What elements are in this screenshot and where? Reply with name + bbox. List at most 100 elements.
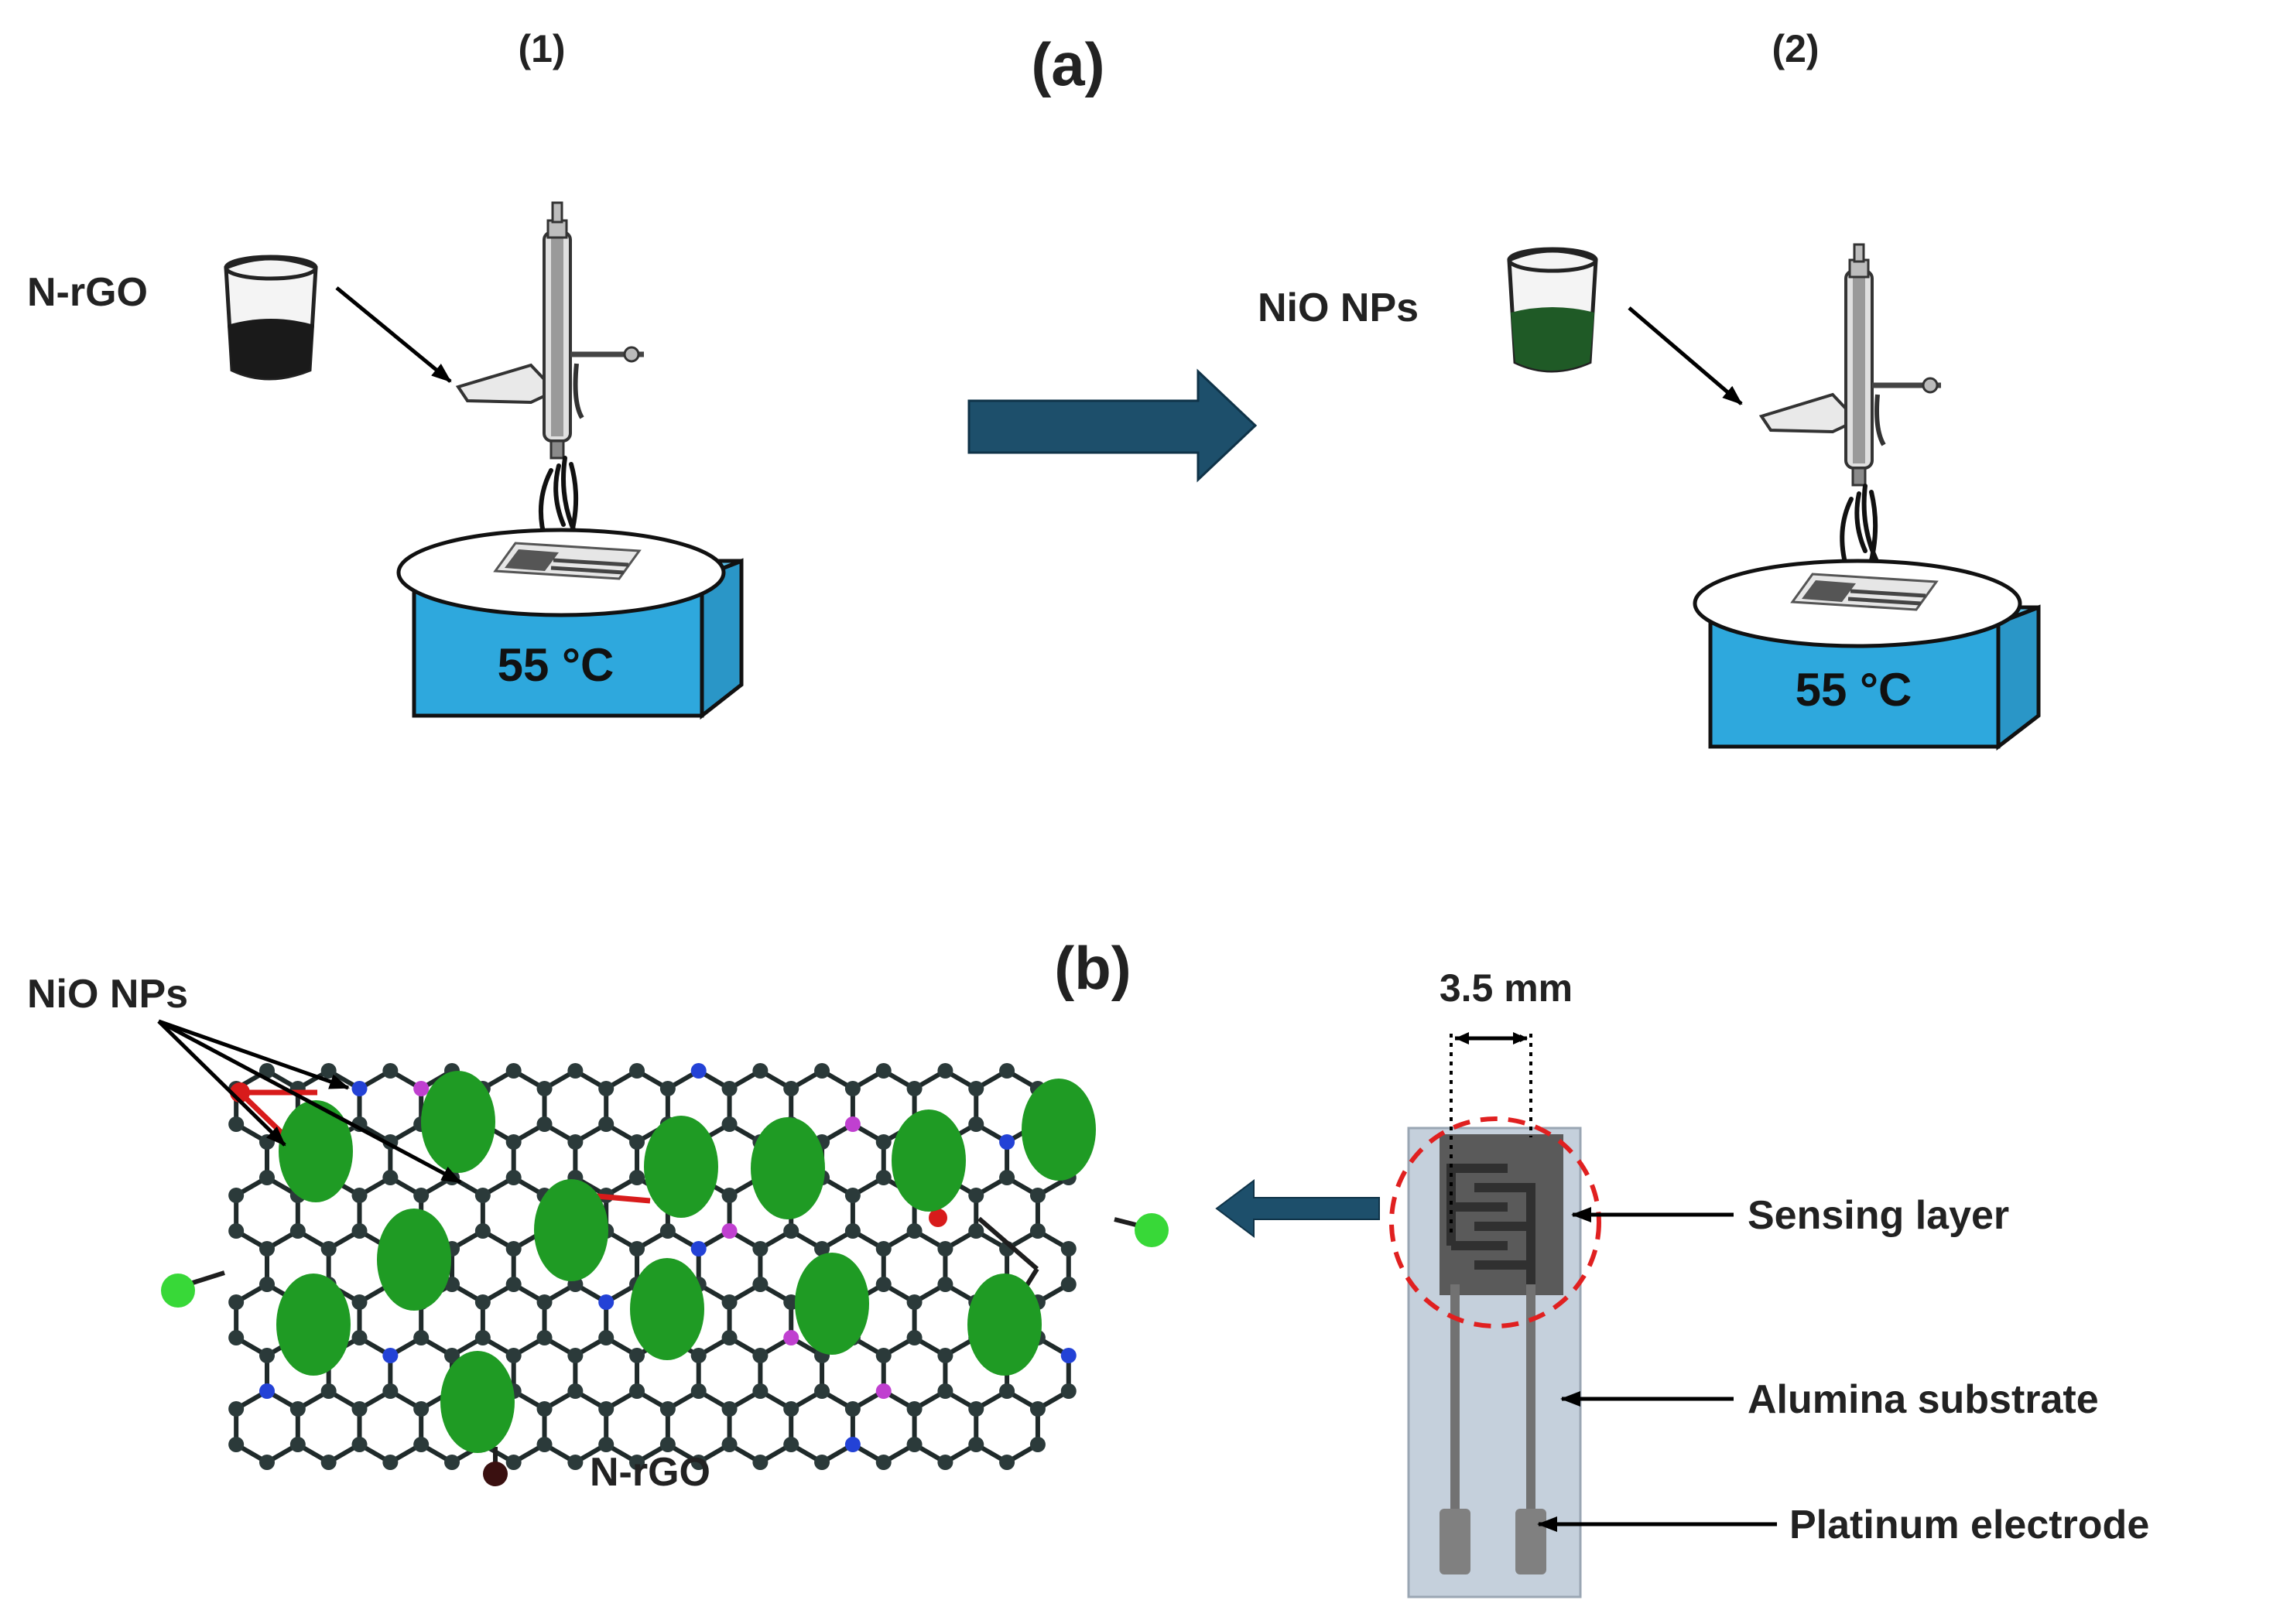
lattice-atom <box>567 1348 584 1363</box>
n-rgo-solution-label: N-rGO <box>27 270 148 315</box>
lattice-atom <box>968 1437 984 1452</box>
lattice-atom <box>783 1401 799 1417</box>
lattice-atom <box>444 1348 460 1363</box>
lattice-atom <box>968 1188 984 1203</box>
lattice-atom <box>351 1294 368 1310</box>
lattice-atom <box>351 1401 368 1417</box>
lattice-atom <box>906 1330 923 1345</box>
lattice-atom <box>413 1401 430 1417</box>
lattice-atom <box>567 1455 584 1470</box>
lattice-atom <box>721 1116 738 1132</box>
lattice-atom <box>320 1383 337 1399</box>
lattice-atom <box>567 1383 584 1399</box>
lattice-atom <box>598 1330 615 1345</box>
nio-nanoparticle <box>892 1109 966 1212</box>
lattice-atom <box>289 1401 306 1417</box>
lattice-atom <box>228 1116 245 1132</box>
lattice-atom <box>721 1401 738 1417</box>
lattice-atom <box>968 1223 984 1239</box>
lattice-atom <box>629 1383 645 1399</box>
sensing-layer-label: Sensing layer <box>1748 1193 2009 1238</box>
lattice-atom <box>505 1241 522 1256</box>
lattice-atom <box>505 1455 522 1470</box>
lattice-atom <box>474 1223 491 1239</box>
sensing-layer <box>1440 1134 1563 1295</box>
lattice-atom <box>690 1063 707 1079</box>
lattice-atom <box>875 1348 892 1363</box>
lattice-atom <box>1029 1223 1046 1239</box>
lattice-atom <box>1060 1277 1077 1292</box>
nio-nanoparticle <box>967 1274 1042 1376</box>
lattice-atom <box>906 1223 923 1239</box>
lattice-atom <box>444 1277 460 1292</box>
lattice-atom <box>629 1455 645 1470</box>
lattice-atom <box>844 1081 861 1096</box>
lattice-atom <box>320 1455 337 1470</box>
lattice-atom <box>259 1170 275 1185</box>
lattice-atom <box>505 1170 522 1185</box>
lattice-atom <box>690 1383 707 1399</box>
lattice-atom <box>875 1134 892 1150</box>
lattice-atom <box>259 1134 275 1150</box>
lattice-atom <box>351 1081 368 1096</box>
lattice-atom <box>814 1241 830 1256</box>
lattice-atom <box>906 1294 923 1310</box>
lattice-atom <box>690 1455 707 1470</box>
lattice-atom <box>659 1081 676 1096</box>
lattice-atom <box>629 1348 645 1363</box>
n-rgo-liquid <box>228 319 314 378</box>
step-2: (2) NiO NPs <box>1258 27 2041 751</box>
feed-arrow <box>1628 306 1743 405</box>
lattice-atom <box>844 1223 861 1239</box>
beaker-icon <box>224 255 318 381</box>
lattice-atom <box>629 1170 645 1185</box>
lattice-atom <box>783 1437 799 1452</box>
nio-nps-label: NiO NPs <box>27 972 188 1017</box>
hotplate-1: 55 °C <box>396 528 744 720</box>
nio-nanoparticle <box>644 1116 718 1218</box>
lattice-atom <box>505 1063 522 1079</box>
highlight-circle <box>1389 1116 1601 1328</box>
step-1: (1) N-rGO <box>27 27 744 720</box>
lattice-atom <box>814 1383 830 1399</box>
lattice-atom <box>968 1116 984 1132</box>
lattice-atom <box>629 1063 645 1079</box>
lattice-atom <box>536 1401 553 1417</box>
n-rgo-sheet-label: N-rGO <box>590 1450 710 1495</box>
lattice-atom <box>289 1223 306 1239</box>
lattice-atom <box>659 1437 676 1452</box>
lattice-atom <box>659 1401 676 1417</box>
nio-nanoparticle <box>630 1258 704 1360</box>
step-2-label: (2) <box>1772 27 1819 70</box>
lattice-atom <box>690 1348 707 1363</box>
lattice-atom <box>474 1188 491 1203</box>
lattice-atom <box>783 1223 799 1239</box>
electrode-label: Platinum electrode <box>1789 1503 2149 1547</box>
lattice-atom <box>937 1383 953 1399</box>
lattice-atom <box>474 1330 491 1345</box>
nio-nanoparticle <box>795 1253 869 1355</box>
lattice-atom <box>875 1241 892 1256</box>
substrate-label: Alumina substrate <box>1748 1377 2099 1422</box>
lattice-atom <box>721 1330 738 1345</box>
lattice-atom <box>906 1081 923 1096</box>
lattice-atom <box>413 1437 430 1452</box>
lattice-atom <box>690 1241 707 1256</box>
lattice-atom <box>505 1348 522 1363</box>
lattice-atom <box>752 1277 769 1292</box>
lattice-atom <box>937 1063 953 1079</box>
lattice-atom <box>721 1188 738 1203</box>
lattice-atom <box>875 1170 892 1185</box>
lattice-atom <box>351 1330 368 1345</box>
lattice-atom <box>259 1063 275 1079</box>
lattice-atom <box>382 1063 399 1079</box>
lattice-atom <box>1029 1401 1046 1417</box>
lattice-atom <box>937 1455 953 1470</box>
airbrush-icon <box>455 201 644 460</box>
interdigitated-electrode <box>1446 1164 1535 1308</box>
lattice-atom <box>413 1081 430 1096</box>
lattice-atom <box>598 1294 615 1310</box>
lattice-atom <box>382 1170 399 1185</box>
lattice-atom <box>228 1188 245 1203</box>
lattice-atom <box>598 1081 615 1096</box>
